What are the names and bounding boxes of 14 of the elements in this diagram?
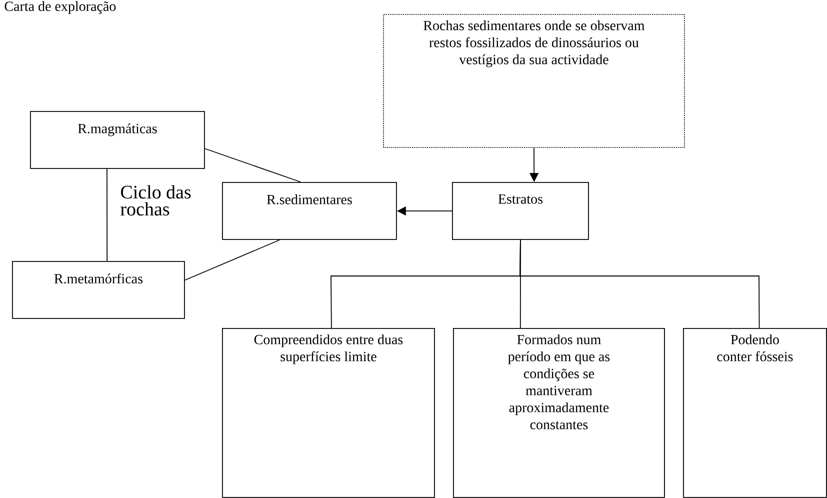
process-box: Formados num período em que as condições se mantiveram aproximadamente constantes — [453, 328, 665, 498]
process-box: R.magmáticas — [30, 111, 205, 169]
process-box: R.sedimentares — [222, 182, 397, 240]
process-box: Estratos — [452, 182, 589, 240]
process-box: Compreendidos entre duas superfícies limite — [222, 328, 435, 498]
cycle-label: Ciclo das rochas — [120, 185, 191, 216]
connector-line — [106, 168, 108, 262]
title: Carta de exploração — [4, 1, 116, 14]
note-box: Rochas sedimentares onde se observam restos fossilizados de dinossáurios ou vestígios da sua actividade — [383, 14, 685, 148]
connector-line — [520, 239, 760, 328]
process-box: Podendo conter fósseis — [683, 328, 827, 498]
process-box: R.metamórficas — [12, 261, 185, 319]
connector-line — [184, 239, 280, 281]
connector-line — [204, 148, 302, 182]
